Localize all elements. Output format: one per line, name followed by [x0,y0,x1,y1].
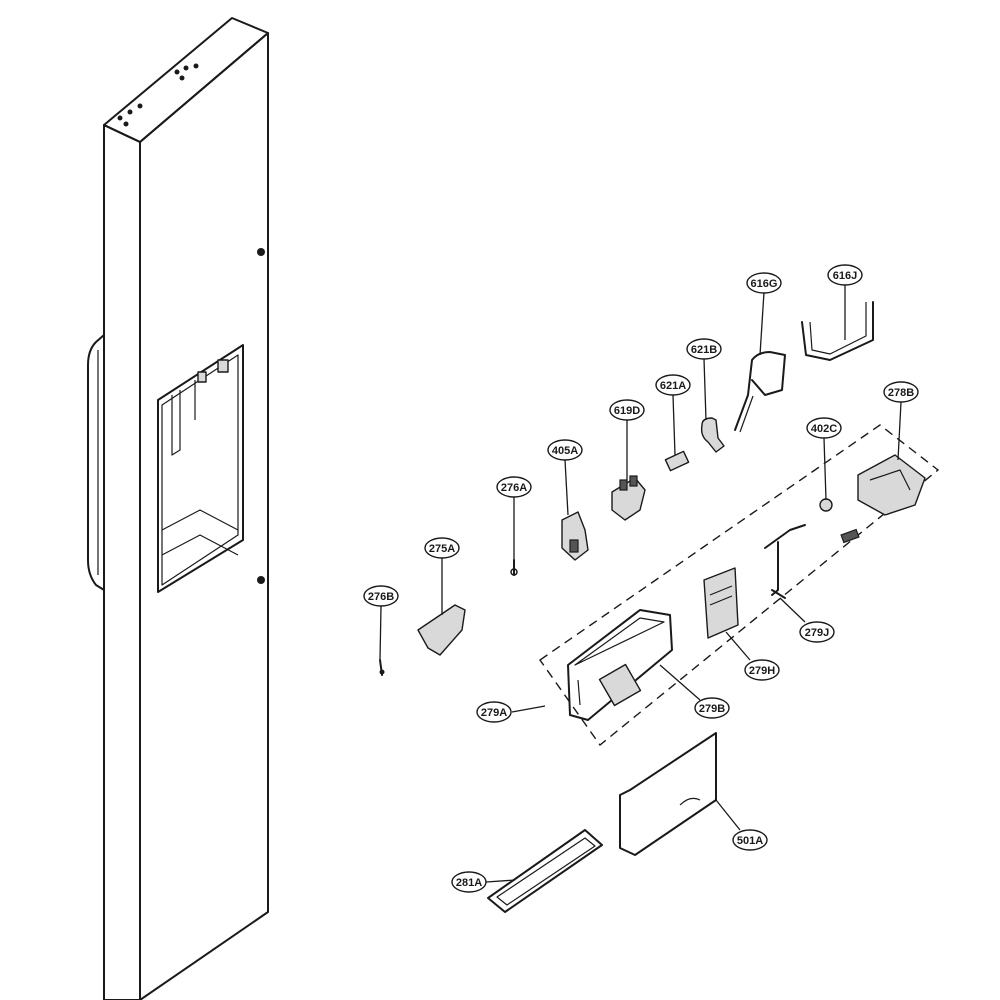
svg-text:275A: 275A [429,543,455,555]
svg-text:279H: 279H [749,665,775,677]
callout-281A: 281A [451,871,487,893]
svg-text:405A: 405A [552,445,578,457]
cover-279H [703,567,739,639]
door-panel [87,17,269,1000]
lever-275A [417,604,466,656]
callout-402C: 402C [806,417,842,439]
solenoid-405A [561,511,589,561]
valve-619D [611,475,646,521]
leader-lines [379,285,902,883]
elbow-fitting-621B [700,417,725,453]
callout-276A: 276A [496,476,532,498]
callout-621A: 621A [655,374,691,396]
callout-279J: 279J [799,621,835,643]
door-pin-lower [257,576,265,584]
callout-275A: 275A [424,537,460,559]
screw-276B [379,659,385,676]
callout-616G: 616G [746,272,782,294]
bracket-279J [764,524,806,599]
screen-621A [664,450,690,472]
duct-278B [857,454,926,516]
callout-279H: 279H [744,659,780,681]
callout-279B: 279B [694,697,730,719]
u-tube-616J [801,301,874,361]
svg-text:619D: 619D [614,405,640,417]
water-tube-616G [734,351,786,433]
svg-text:276A: 276A [501,482,527,494]
dispenser-assembly-boundary [539,424,940,747]
callout-621B: 621B [686,338,722,360]
housing-279A [567,609,673,721]
callout-501A: 501A [732,829,768,851]
svg-text:276B: 276B [368,591,394,603]
svg-text:621A: 621A [660,380,686,392]
callout-276B: 276B [363,585,399,607]
callout-278B: 278B [883,381,919,403]
door-handle [87,334,105,591]
callout-616J: 616J [827,264,863,286]
dispenser-recess [157,344,244,593]
svg-text:616J: 616J [833,270,857,282]
door-pin-upper [257,248,265,256]
spring-276A [510,559,518,576]
svg-text:278B: 278B [888,387,914,399]
svg-text:281A: 281A [456,877,482,889]
svg-text:402C: 402C [811,423,837,435]
drip-tray-281A [487,829,603,913]
svg-text:279B: 279B [699,703,725,715]
small-part [840,528,860,544]
callout-279A: 279A [476,701,512,723]
svg-text:279A: 279A [481,707,507,719]
cover-panel-501A [619,732,717,856]
callout-619D: 619D [609,399,645,421]
svg-text:501A: 501A [737,835,763,847]
svg-text:616G: 616G [751,278,778,290]
svg-text:279J: 279J [805,627,829,639]
clip-402C [819,498,833,512]
callout-405A: 405A [547,439,583,461]
door-top-holes [117,63,199,127]
svg-text:621B: 621B [691,344,717,356]
